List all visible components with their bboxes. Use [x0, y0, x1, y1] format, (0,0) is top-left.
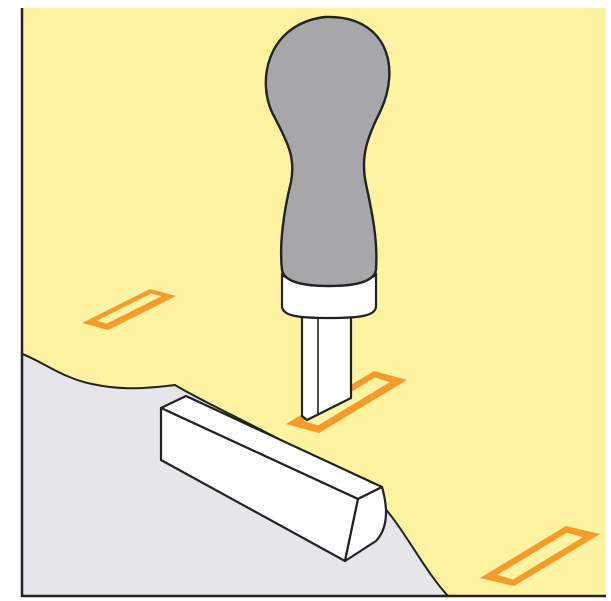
illustration-canvas: [0, 0, 611, 601]
buttonhole-cutting-illustration: [0, 0, 611, 601]
